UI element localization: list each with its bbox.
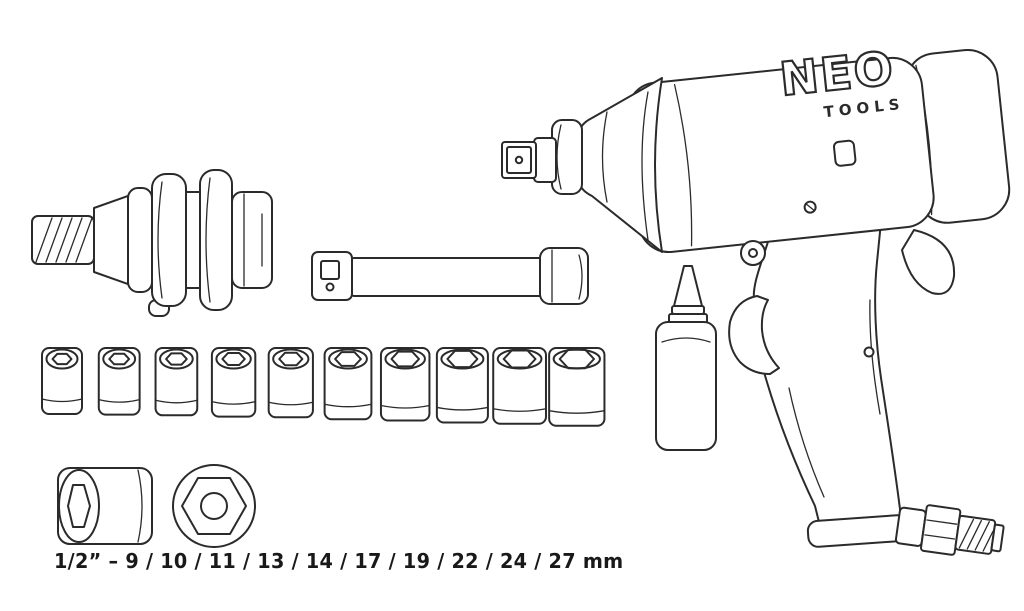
adapter-drawing <box>31 169 273 317</box>
socket-13mm <box>210 347 257 418</box>
socket-row <box>41 347 606 427</box>
hammer-case <box>551 77 663 253</box>
socket-10mm <box>97 347 141 416</box>
socket-side-view <box>57 467 153 545</box>
trigger <box>728 295 780 375</box>
wrench-handle <box>752 221 902 538</box>
anvil-square-drive <box>501 137 557 183</box>
socket-27mm <box>548 347 606 427</box>
rear-housing-detail <box>901 229 956 295</box>
socket-24mm <box>492 347 547 425</box>
oil-bottle-drawing <box>655 265 717 451</box>
size-caption: 1/2” – 9 / 10 / 11 / 13 / 14 / 17 / 19 /… <box>54 549 624 573</box>
socket-14mm <box>267 347 314 419</box>
grip-base-flange <box>806 514 910 548</box>
socket-9mm <box>41 347 83 415</box>
impact-wrench-drawing: NEO TOOLS <box>501 40 1011 556</box>
socket-19mm <box>379 347 431 422</box>
socket-17mm <box>323 347 373 421</box>
extension-bar-drawing <box>311 247 589 305</box>
neo-logo: NEO <box>777 41 897 107</box>
socket-22mm <box>435 347 489 424</box>
regulator-knob <box>740 240 766 266</box>
socket-front-view <box>172 464 256 548</box>
socket-11mm <box>154 347 199 417</box>
motor-housing: NEO TOOLS <box>626 40 1011 254</box>
air-inlet-fitting <box>894 504 1005 556</box>
